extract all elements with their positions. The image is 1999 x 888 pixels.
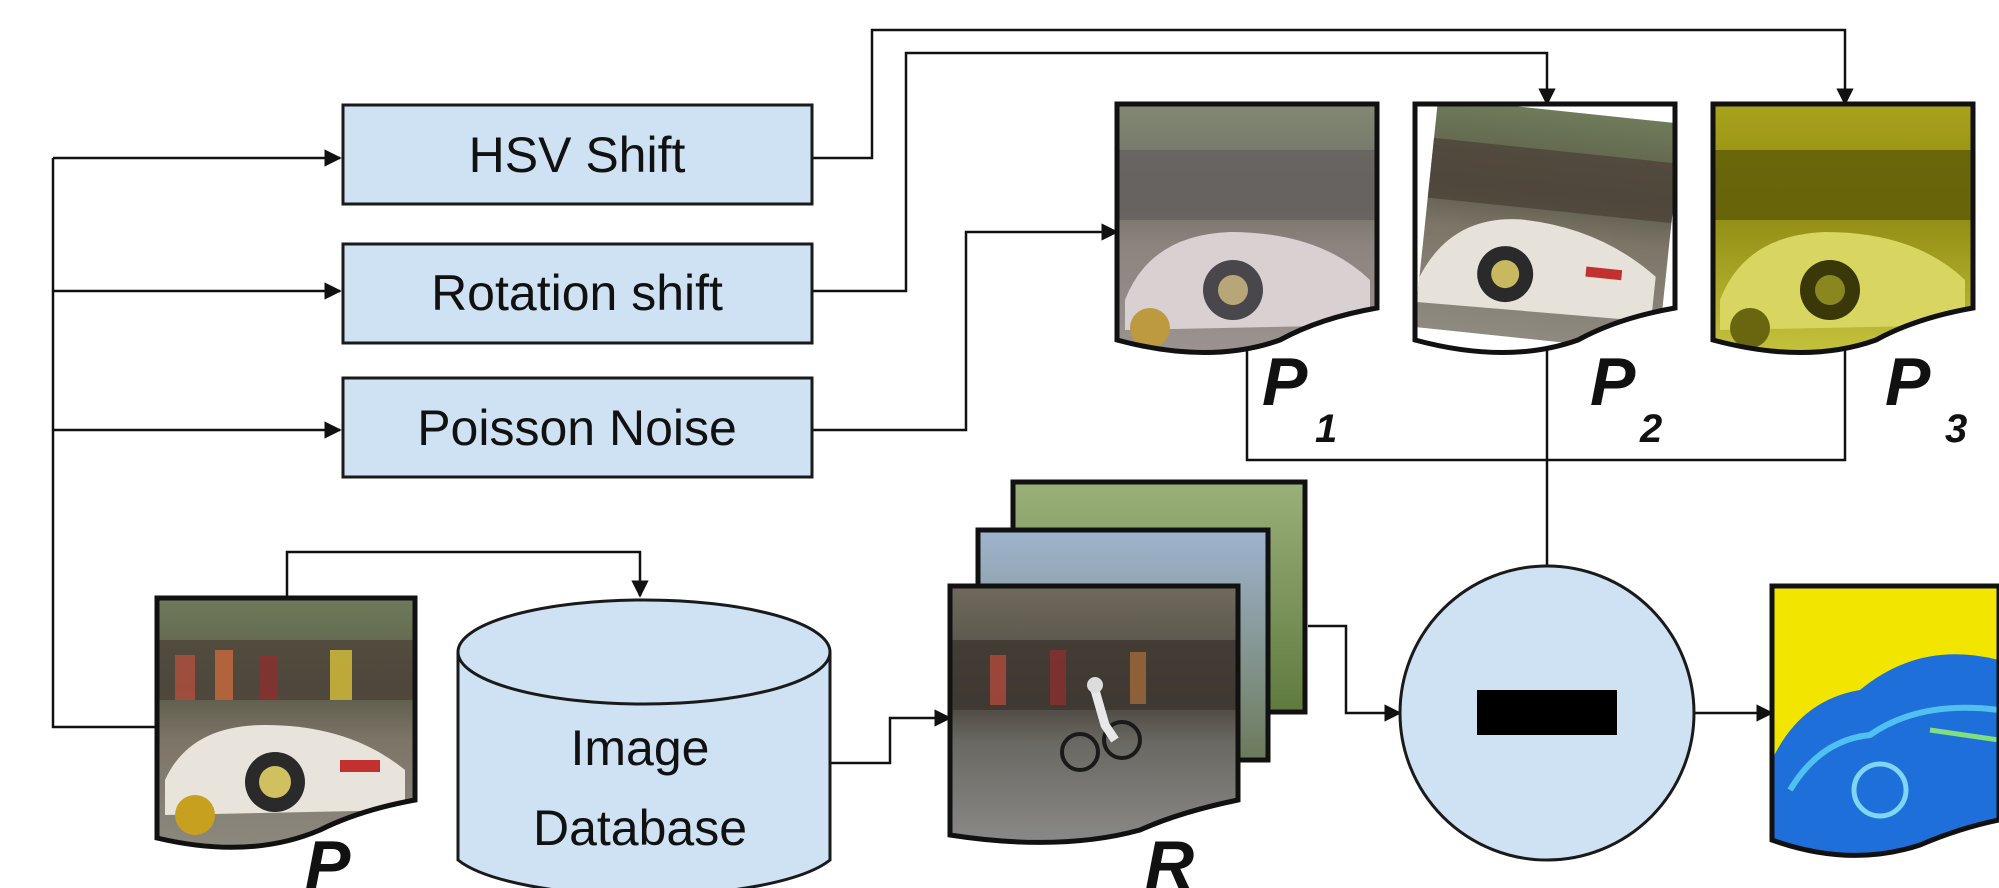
subtraction-node <box>1398 564 1696 862</box>
database-label-line1: Image <box>571 720 710 776</box>
hsv-shift-label: HSV Shift <box>469 127 686 183</box>
label-p2: P <box>1590 344 1636 420</box>
rotation-shift-box: Rotation shift <box>341 242 814 345</box>
label-p1: P <box>1262 344 1308 420</box>
arrow-database-to-r <box>830 709 952 765</box>
arrow-poisson-to-p1 <box>812 223 1119 432</box>
label-r: R <box>1145 827 1194 888</box>
hsv-shift-box: HSV Shift <box>341 103 814 206</box>
arrow-r-to-minus <box>1308 624 1402 722</box>
rotation-shift-label: Rotation shift <box>431 265 723 321</box>
poisson-noise-box: Poisson Noise <box>341 376 814 479</box>
difference-heatmap <box>1769 583 1999 858</box>
label-p1-sub: 1 <box>1315 407 1337 451</box>
database-label-line2: Database <box>533 800 747 856</box>
arrow-hsv-to-p3 <box>812 28 1854 160</box>
arrow-rotation-to-p2 <box>812 51 1556 293</box>
poisson-noise-label: Poisson Noise <box>417 400 737 456</box>
arrow-p-to-database <box>285 550 649 598</box>
minus-icon <box>1477 690 1617 735</box>
left-bus-line <box>51 158 157 729</box>
label-p3: P <box>1885 344 1931 420</box>
image-r-stack <box>947 479 1308 845</box>
image-p1-poisson <box>1114 101 1380 355</box>
image-p3-hsv <box>1710 101 1976 355</box>
label-p3-sub: 3 <box>1945 407 1967 451</box>
image-database-cylinder: Image Database <box>456 598 832 888</box>
label-p2-sub: 2 <box>1639 407 1662 451</box>
input-image-p <box>154 595 418 850</box>
label-p: P <box>305 827 351 888</box>
image-p2-rotation <box>1412 101 1678 355</box>
